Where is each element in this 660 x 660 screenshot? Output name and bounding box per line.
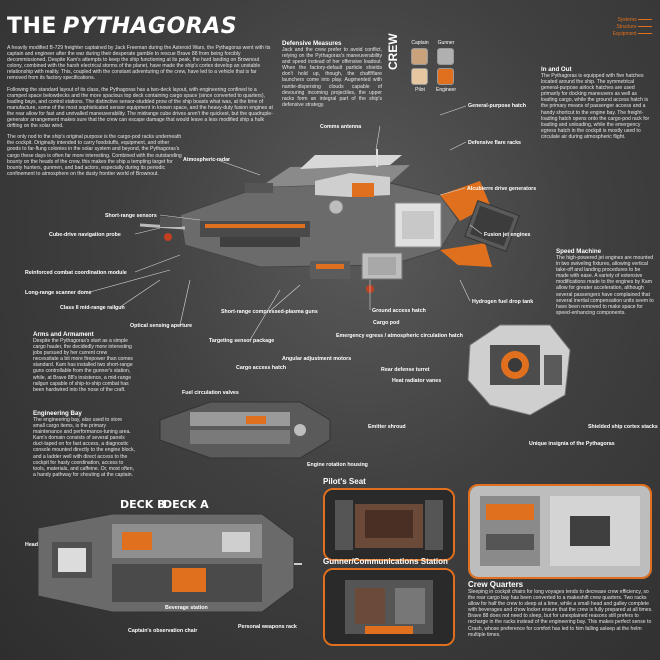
- defensive-body: Jack and the crew prefer to avoid confli…: [282, 47, 382, 108]
- arms-body: Despite the Pythagoras's start as a simp…: [33, 338, 133, 393]
- gunner-station-section: Gunner/Communications Station: [323, 557, 455, 646]
- callout-captains-chair: Captain's observation chair: [128, 628, 198, 634]
- gunner-station-photo: [323, 568, 455, 646]
- callout-beverage-station: Beverage station: [165, 605, 208, 611]
- engineering-block: Engineering Bay The engineering bay, als…: [33, 410, 135, 478]
- in-and-out-block: In and Out The Pythagoras is equipped wi…: [541, 66, 653, 140]
- crew-role-gunner: Gunner: [437, 40, 455, 46]
- callout-rear-defense: Rear defense turret: [381, 367, 430, 373]
- callout-general-hatch: General-purpose hatch: [468, 103, 526, 109]
- callout-long-range-scanner: Long-range scanner dome: [25, 290, 92, 296]
- arms-block: Arms and Armament Despite the Pythagoras…: [33, 331, 133, 393]
- arms-heading: Arms and Armament: [33, 331, 94, 338]
- page-title: THE PYTHAGORAS: [7, 14, 237, 39]
- callout-engine-rotation: Engine rotation housing: [307, 462, 368, 468]
- defensive-measures-block: Defensive Measures Jack and the crew pre…: [282, 40, 382, 108]
- legend: Systems Structure Equipment: [590, 17, 652, 38]
- callout-defensive-flare: Defensive flare racks: [468, 140, 522, 146]
- callout-hydrogen-tank: Hydrogen fuel drop tank: [472, 299, 534, 305]
- title-the: THE: [7, 14, 57, 39]
- captain-face-icon: [411, 48, 428, 65]
- deck-top-illustration: [159, 401, 331, 459]
- defensive-heading: Defensive Measures: [282, 40, 342, 47]
- callout-comms-antenna: Comms antenna: [320, 124, 362, 130]
- callout-short-range-sensors: Short-range sensors: [105, 213, 157, 219]
- callout-emitter-shroud: Emitter shroud: [368, 424, 406, 430]
- callout-personal-weapons: Personal weapons rack: [238, 624, 297, 630]
- pilots-seat-photo: [323, 488, 455, 561]
- legend-equipment: Equipment: [590, 31, 652, 38]
- callout-optical-sensing: Optical sensing aperture: [130, 323, 193, 329]
- callout-alcubierre: Alcubierre drive generators: [467, 186, 537, 192]
- gunner-station-title: Gunner/Communications Station: [323, 557, 448, 566]
- title-ship-name: PYTHAGORAS: [63, 14, 238, 39]
- deck-a-label: DECK A: [163, 498, 209, 511]
- cutaway-illustration: [37, 513, 302, 613]
- pilots-seat-section: Pilot's Seat: [323, 477, 455, 561]
- intro-text: A heavily modified B-729 freighter capta…: [7, 45, 275, 177]
- crew-quarters-title: Crew Quarters: [468, 580, 524, 589]
- legend-systems: Systems: [590, 17, 652, 24]
- in-out-body: The Pythagoras is equipped with five hat…: [541, 73, 650, 140]
- crew-role-captain: Captain: [411, 40, 429, 46]
- callout-head: Head: [25, 542, 38, 548]
- crew-role-engineer: Engineer: [435, 87, 456, 93]
- callout-emergency-egress: Emergency egress / atmospheric circulati…: [336, 333, 463, 339]
- callout-fusion-jet: Fusion jet engines: [484, 232, 531, 238]
- callout-cargo-pod: Cargo pod: [373, 320, 400, 326]
- speed-heading: Speed Machine: [556, 248, 602, 255]
- callout-atmospheric-radar: Atmospheric radar: [183, 157, 231, 163]
- callout-reinforced-combat: Reinforced combat coordination module: [25, 270, 127, 276]
- speed-body: The high-powered jet engines are mounted…: [556, 255, 654, 316]
- callout-shielded-cortex: Shielded ship cortex stacks: [588, 424, 658, 430]
- crew-role-pilot: Pilot: [415, 87, 425, 93]
- main-ship-illustration: [140, 149, 520, 293]
- pilot-face-icon: [411, 68, 428, 85]
- crew-quarters-body: Sleeping in cockpit chairs for long voya…: [468, 589, 653, 638]
- gunner-face-icon: [437, 48, 454, 65]
- callout-cargo-access: Cargo access hatch: [236, 365, 287, 371]
- callout-cube-drive: Cube-drive navigation probe: [49, 232, 121, 238]
- in-out-heading: In and Out: [541, 66, 572, 73]
- rear-view-illustration: [467, 324, 571, 416]
- engineering-heading: Engineering Bay: [33, 410, 82, 417]
- engineering-body: The engineering bay, also used to store …: [33, 417, 135, 478]
- callout-fuel-circulation: Fuel circulation valves: [182, 390, 239, 396]
- callout-targeting-sensor: Targeting sensor package: [209, 338, 275, 344]
- callout-compressed-plasma: Short-range compressed-plasma guns: [221, 309, 318, 315]
- crew-quarters-text: Crew Quarters Sleeping in cockpit chairs…: [468, 580, 654, 638]
- intro-paragraph-2: Following the standard layout of its cla…: [7, 86, 273, 130]
- engineer-face-icon: [437, 68, 454, 85]
- deck-b-label: DECK B: [120, 498, 166, 511]
- intro-paragraph-1: A heavily modified B-729 freighter capta…: [7, 45, 271, 82]
- crew-quarters-photo: [468, 484, 652, 579]
- speed-machine-block: Speed Machine The high-powered jet engin…: [556, 248, 654, 316]
- callout-class2-railgun: Class II mid-range railgun: [60, 305, 125, 311]
- legend-structure: Structure: [590, 24, 652, 31]
- callout-ground-access: Ground access hatch: [372, 308, 426, 314]
- intro-paragraph-3: The only nod to the ship's original purp…: [7, 134, 182, 177]
- crew-panel: CREW Captain Gunner Pilot Engineer: [386, 33, 466, 100]
- callout-unique-insignia: Unique insignia of the Pythagoras: [529, 441, 615, 447]
- pilots-seat-title: Pilot's Seat: [323, 477, 366, 486]
- callout-angular-adjust: Angular adjustment motors: [282, 356, 352, 362]
- ship-hull: [140, 149, 520, 293]
- crew-label: CREW: [386, 33, 400, 70]
- callout-heat-radiator: Heat radiator vanes: [392, 378, 442, 384]
